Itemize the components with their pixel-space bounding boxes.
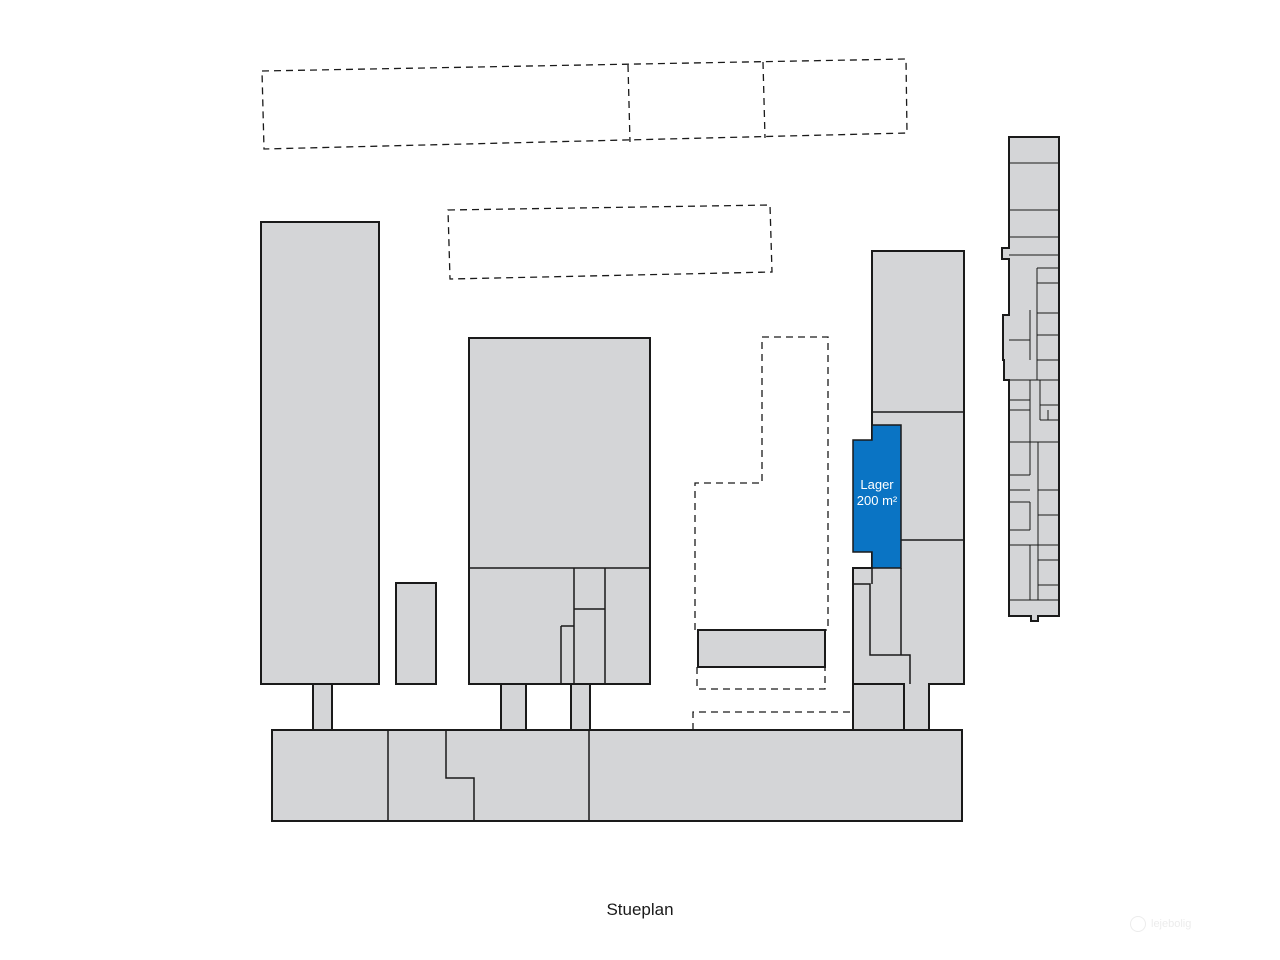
building-central-link-west: [500, 683, 527, 732]
planned-structure-top-strip: [261, 58, 908, 150]
building-far-east-rooms: [1009, 162, 1059, 601]
building-central-link-east: [570, 683, 591, 732]
building-courtyard-strip: [697, 629, 826, 668]
building-central: [468, 337, 651, 685]
highlighted-unit-area[interactable]: [852, 424, 902, 569]
highlighted-unit-name: Lager: [860, 477, 894, 492]
planned-structure-divider: [762, 61, 766, 139]
planned-structures: [261, 58, 908, 730]
watermark: lejebolig: [1130, 916, 1191, 932]
highlighted-unit[interactable]: Lager 200 m²: [852, 424, 902, 569]
buildings: [260, 221, 965, 822]
building-central-partitions: [469, 567, 650, 684]
building-east-partitions: [853, 411, 964, 684]
building-east-link: [852, 683, 905, 732]
building-south: [271, 729, 963, 822]
planned-structure-middle: [447, 204, 773, 280]
planned-structure-divider: [627, 64, 631, 143]
planned-structure-courtyard-lower: [696, 667, 826, 690]
building-west-link: [312, 683, 333, 732]
watermark-text: lejebolig: [1151, 918, 1192, 930]
building-far-east-outline: [1001, 136, 1060, 622]
highlighted-unit-area-label: 200 m²: [857, 493, 898, 508]
building-far-east: [1001, 136, 1060, 622]
building-small-annex: [395, 582, 437, 685]
planned-structure-connector: [692, 711, 853, 730]
building-west-long: [260, 221, 380, 685]
floor-label: Stueplan: [606, 900, 674, 919]
watermark-logo-icon: [1130, 916, 1146, 932]
building-south-partitions: [387, 730, 590, 821]
planned-structure-courtyard: [694, 336, 829, 631]
